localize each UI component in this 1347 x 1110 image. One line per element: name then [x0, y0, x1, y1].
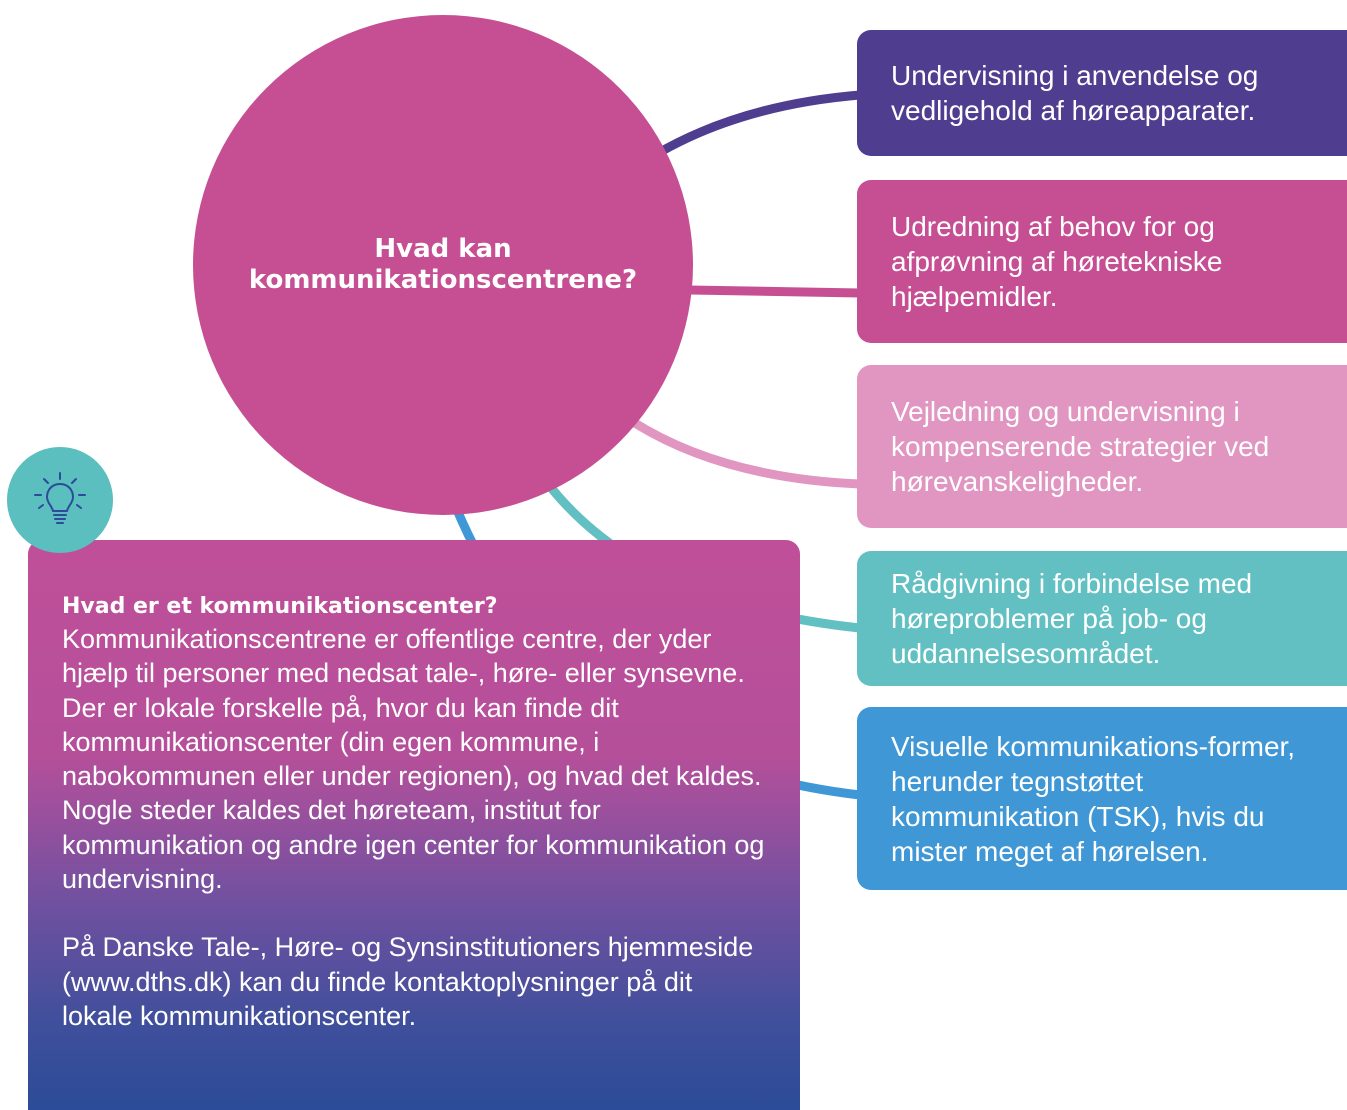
service-card-1: Undervisning i anvendelse og vedligehold…: [857, 30, 1347, 156]
central-question-title: Hvad kan kommunikationscentrene?: [248, 233, 638, 295]
connector-2: [689, 285, 861, 298]
service-card-3-text: Vejledning og undervisning i kompenseren…: [891, 396, 1270, 497]
central-question-circle: Hvad kan kommunikationscentrene?: [193, 15, 693, 515]
info-box-body: Kommunikationscentrene er offentlige cen…: [62, 624, 765, 895]
lightbulb-icon: [34, 472, 86, 524]
connector-3: [627, 416, 861, 489]
service-card-1-text: Undervisning i anvendelse og vedligehold…: [891, 60, 1259, 126]
service-card-4-text: Rådgivning i forbindelse med høreproblem…: [891, 568, 1253, 669]
info-box-heading: Hvad er et kommunikationscenter?: [62, 594, 498, 619]
service-card-3: Vejledning og undervisning i kompenseren…: [857, 365, 1347, 528]
service-card-5: Visuelle kommunikations-former, herunder…: [857, 707, 1347, 890]
lightbulb-badge: [7, 447, 113, 553]
service-card-5-text: Visuelle kommunikations-former, herunder…: [891, 730, 1296, 867]
connector-1: [650, 90, 865, 160]
info-box: Hvad er et kommunikationscenter? Kommuni…: [28, 540, 800, 1110]
info-box-footer: På Danske Tale-, Høre- og Synsinstitutio…: [62, 932, 754, 1031]
service-card-2-text: Udredning af behov for og afprøvning af …: [891, 211, 1223, 312]
service-card-2: Udredning af behov for og afprøvning af …: [857, 180, 1347, 343]
service-card-4: Rådgivning i forbindelse med høreproblem…: [857, 551, 1347, 686]
